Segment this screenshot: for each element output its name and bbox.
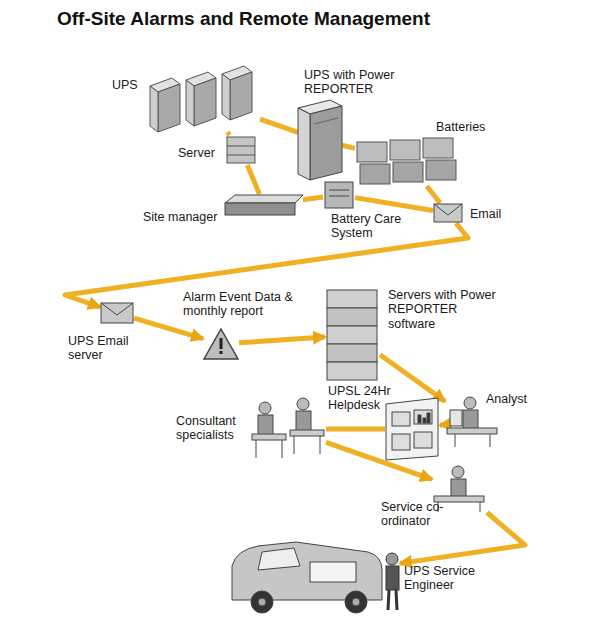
- node-label: UPS Service Engineer: [404, 564, 504, 593]
- diagram-title: Off-Site Alarms and Remote Management: [57, 8, 430, 30]
- flow-connector: [355, 198, 433, 211]
- server-stack: [327, 290, 377, 380]
- server-box: [227, 137, 255, 163]
- battery-bank: [357, 138, 456, 184]
- node-label: UPS: [112, 78, 152, 92]
- flow-connector: [303, 197, 323, 200]
- node-label: Consultant specialists: [176, 414, 251, 443]
- flow-connector: [326, 427, 385, 432]
- equipment-node: Email: [433, 203, 463, 223]
- flow-connector: [427, 186, 440, 203]
- flow-connector: [247, 165, 259, 194]
- flow-connector: [342, 145, 355, 148]
- ups-cabinets: [150, 66, 252, 132]
- node-label: Battery Care System: [331, 212, 416, 241]
- equipment-node: Alarm Event Data & monthly report: [203, 328, 239, 360]
- battery-care-unit: [325, 182, 353, 208]
- helpdesk-screen: [386, 398, 438, 460]
- node-label: Batteries: [436, 120, 506, 134]
- equipment-node: Service co-ordinator: [432, 465, 487, 513]
- flow-connector: [260, 119, 298, 132]
- node-label: UPS Email server: [68, 334, 148, 363]
- node-label: Server: [178, 146, 224, 160]
- equipment-node: Consultant specialists: [250, 398, 326, 460]
- flow-connector: [227, 132, 229, 135]
- email-envelope: [101, 303, 133, 323]
- equipment-node: UPS with Power REPORTER: [298, 100, 342, 180]
- email-envelope: [434, 204, 462, 222]
- node-label: UPS with Power REPORTER: [304, 68, 404, 97]
- equipment-node: Batteries: [355, 136, 459, 186]
- equipment-node: Site manager: [225, 194, 303, 216]
- equipment-node: Battery Care System: [323, 180, 355, 210]
- site-manager-unit: [225, 195, 303, 215]
- equipment-node: UPS Service Engineer: [228, 540, 400, 612]
- consultant-people: [252, 398, 324, 458]
- node-label: Site manager: [143, 210, 223, 224]
- equipment-node: UPSL 24Hr Helpdesk: [385, 398, 440, 460]
- service-van: [232, 542, 382, 613]
- node-label: Email: [470, 207, 520, 221]
- equipment-node: UPS: [145, 66, 260, 132]
- flow-connector: [239, 337, 325, 343]
- equipment-node: Analyst: [445, 394, 500, 448]
- equipment-node: Server: [225, 135, 257, 165]
- equipment-node: UPS Email server: [100, 302, 134, 324]
- node-label: Service co-ordinator: [381, 500, 466, 529]
- node-label: Analyst: [486, 392, 546, 406]
- flow-connector: [440, 422, 445, 428]
- engineer-person: [386, 553, 399, 610]
- flow-connector: [134, 318, 203, 339]
- equipment-node: Servers with Power REPORTER software: [325, 288, 380, 382]
- warning-triangle: [204, 329, 238, 359]
- ups-tower: [298, 100, 342, 180]
- node-label: Alarm Event Data & monthly report: [183, 290, 298, 319]
- node-label: Servers with Power REPORTER software: [388, 288, 500, 331]
- node-label: UPSL 24Hr Helpdesk: [328, 384, 408, 413]
